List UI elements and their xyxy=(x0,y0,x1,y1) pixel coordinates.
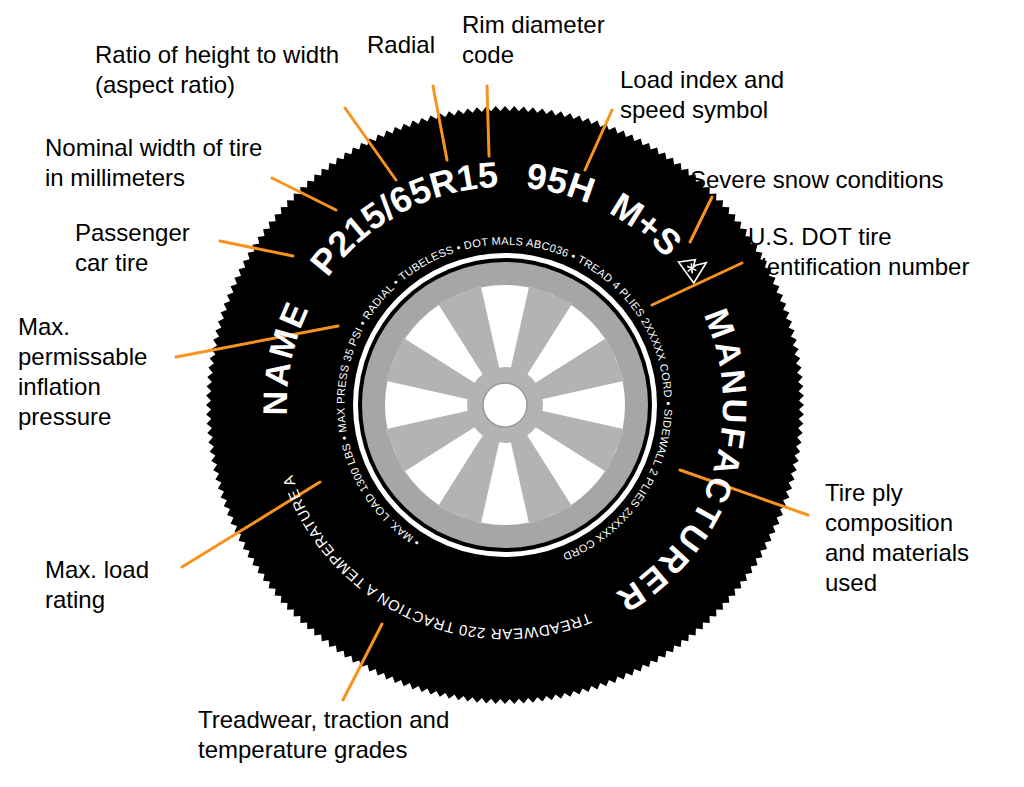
leader-line xyxy=(345,108,396,180)
wheel-spoke xyxy=(510,432,572,524)
wheel-hub xyxy=(467,367,543,443)
leader-line xyxy=(176,326,338,357)
wheel-spoke xyxy=(385,338,477,400)
leader-line xyxy=(343,624,382,700)
wheel-spoke xyxy=(385,410,477,472)
callout-label: Tire ply composition and materials used xyxy=(825,478,993,598)
leader-line xyxy=(585,110,612,170)
leader-line xyxy=(690,197,712,242)
callout-label: Rim diameter code xyxy=(462,10,617,70)
sidewall-marking: NAME xyxy=(256,294,317,415)
wheel-face xyxy=(385,285,625,525)
callout-label: Load index and speed symbol xyxy=(620,65,815,125)
sidewall-marking: MANUFACTURER xyxy=(609,304,755,622)
rim-ring xyxy=(353,253,657,557)
wheel-spoke xyxy=(438,285,500,377)
callout-label: U.S. DOT tire identification number xyxy=(748,222,1018,282)
wheel-spoke xyxy=(532,410,624,472)
tire-outline xyxy=(206,106,804,704)
sidewall-fine-print: TREADWEAR 220 TRACTION A TEMPERATURE A xyxy=(279,473,594,643)
hub-cap xyxy=(483,383,527,427)
leader-line xyxy=(220,241,293,256)
sidewall-marking: M+S xyxy=(604,184,690,264)
callout-label: Passenger car tire xyxy=(75,218,210,278)
callout-label: Nominal width of tire in millimeters xyxy=(45,133,265,193)
callout-label: Ratio of height to width (aspect ratio) xyxy=(95,40,340,100)
wheel-spoke xyxy=(532,338,624,400)
callout-label: Max. load rating xyxy=(45,555,170,615)
callout-label: Severe snow conditions xyxy=(690,165,1010,195)
callout-label: Radial xyxy=(367,30,457,60)
wheel-rim xyxy=(362,262,648,548)
rim-gap xyxy=(358,258,652,552)
sidewall-fine-print: • MAX. LOAD 1300 LBS • MAX PRESS 35 PSI … xyxy=(334,235,674,564)
sidewall-marking: 95H xyxy=(524,155,600,211)
wheel-spoke xyxy=(510,285,572,377)
callout-label: Max. permissable inflation pressure xyxy=(18,312,163,432)
wheel-spokes xyxy=(385,285,624,524)
wheel-spoke xyxy=(438,432,500,524)
leader-line xyxy=(433,86,447,160)
leader-line xyxy=(272,178,336,210)
callout-label: Treadwear, traction and temperature grad… xyxy=(198,705,498,765)
leader-line xyxy=(487,86,489,156)
leader-line xyxy=(652,263,742,305)
sidewall-marking: P215/65R15 xyxy=(302,154,499,283)
